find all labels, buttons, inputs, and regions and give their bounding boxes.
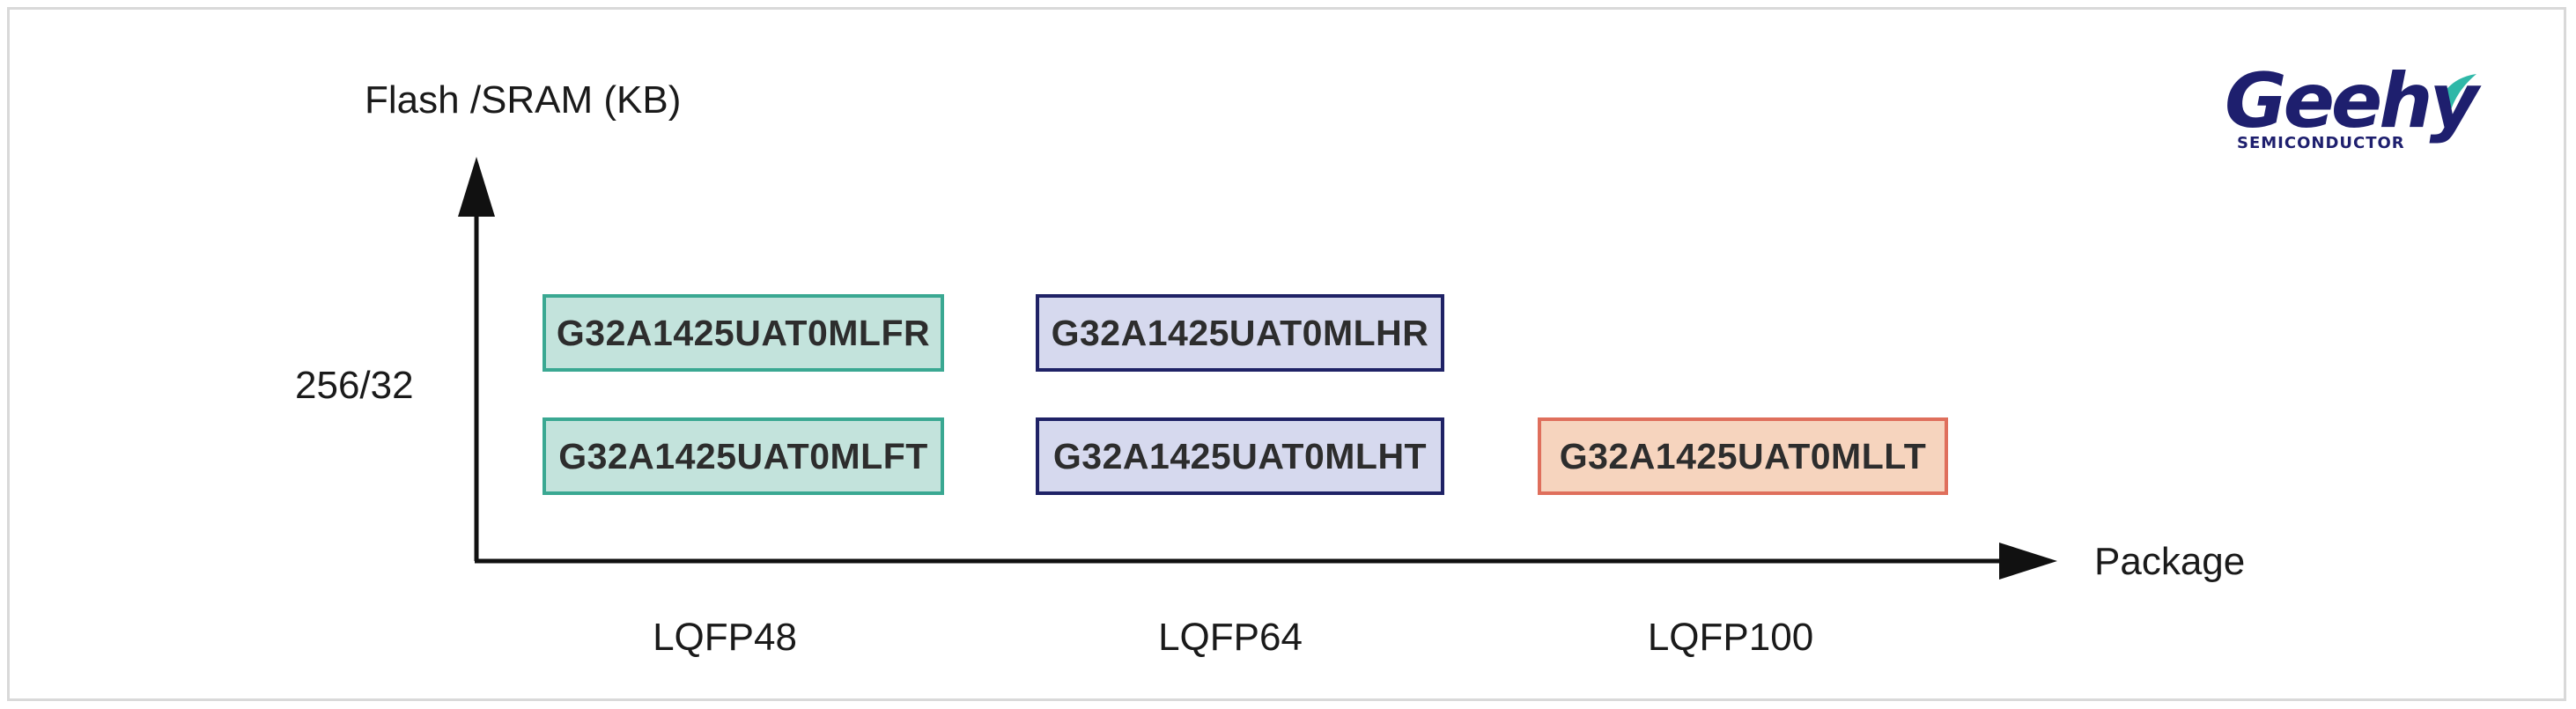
logo-tagline: SEMICONDUCTOR	[2237, 134, 2405, 152]
diagram-frame	[7, 7, 2566, 701]
y-axis-title: Flash /SRAM (KB)	[365, 78, 682, 122]
part-box-g32a1425uat0mlhr: G32A1425UAT0MLHR	[1036, 294, 1444, 372]
part-box-g32a1425uat0mllt: G32A1425UAT0MLLT	[1538, 417, 1948, 495]
logo-wordmark: Geehy	[2225, 57, 2479, 145]
x-axis-tick-lqfp64: LQFP64	[1158, 616, 1303, 659]
x-axis-title: Package	[2094, 540, 2246, 583]
y-axis-tick-label: 256/32	[295, 364, 414, 407]
x-axis-tick-lqfp48: LQFP48	[653, 616, 797, 659]
part-box-g32a1425uat0mlfr: G32A1425UAT0MLFR	[543, 294, 944, 372]
part-box-g32a1425uat0mlht: G32A1425UAT0MLHT	[1036, 417, 1444, 495]
y-axis-arrowhead	[458, 157, 495, 217]
x-axis-tick-lqfp100: LQFP100	[1647, 616, 1814, 659]
part-box-g32a1425uat0mlft: G32A1425UAT0MLFT	[543, 417, 944, 495]
geehy-logo: Geehy SEMICONDUCTOR	[2219, 63, 2484, 160]
x-axis-arrowhead	[1999, 543, 2057, 580]
logo-swoosh-icon	[2439, 74, 2476, 113]
